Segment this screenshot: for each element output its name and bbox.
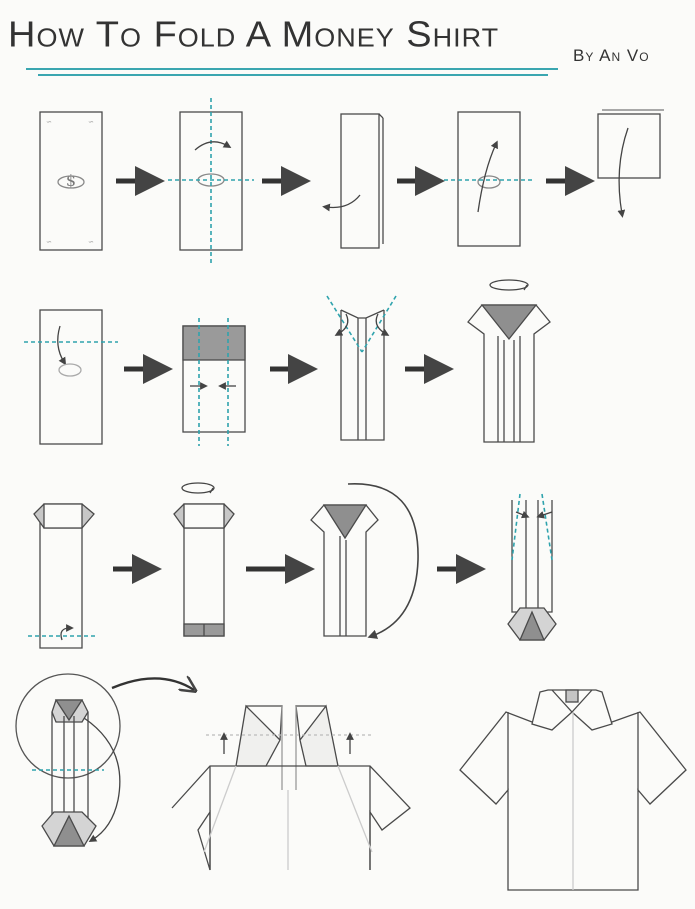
step-11-bottom-folded — [173, 482, 235, 637]
title-underline — [26, 68, 558, 76]
step-6-bill-quarter-line — [24, 309, 118, 445]
author-byline: By An Vo — [573, 46, 650, 65]
step-9-collar-folded — [467, 279, 551, 443]
svg-text:∽: ∽ — [88, 118, 94, 126]
step-1-flat-bill: $ ∽ ∽ ∽ ∽ — [39, 111, 103, 251]
svg-text:∽: ∽ — [46, 118, 52, 126]
svg-text:∽: ∽ — [88, 238, 94, 246]
page-title: How To Fold A Money Shirt — [8, 15, 500, 55]
step-12-flip-over — [310, 483, 419, 639]
step-2-fold-lines — [168, 98, 254, 265]
step-5-square — [597, 109, 664, 218]
step-8-collar-lines — [326, 295, 397, 441]
step-14-zoom-collar — [15, 673, 194, 847]
step-3-half-fold — [322, 113, 384, 249]
step-4-unfold — [444, 111, 535, 247]
svg-text:∽: ∽ — [46, 238, 52, 246]
step-10-flipped-strip — [28, 503, 98, 649]
dollar-icon: $ — [66, 171, 76, 190]
step-15-zoomed-shirt — [171, 704, 411, 871]
step-16-finished-shirt — [459, 689, 687, 891]
step-13-sleeve-lines — [507, 493, 557, 641]
step-7-top-folded — [182, 318, 246, 446]
